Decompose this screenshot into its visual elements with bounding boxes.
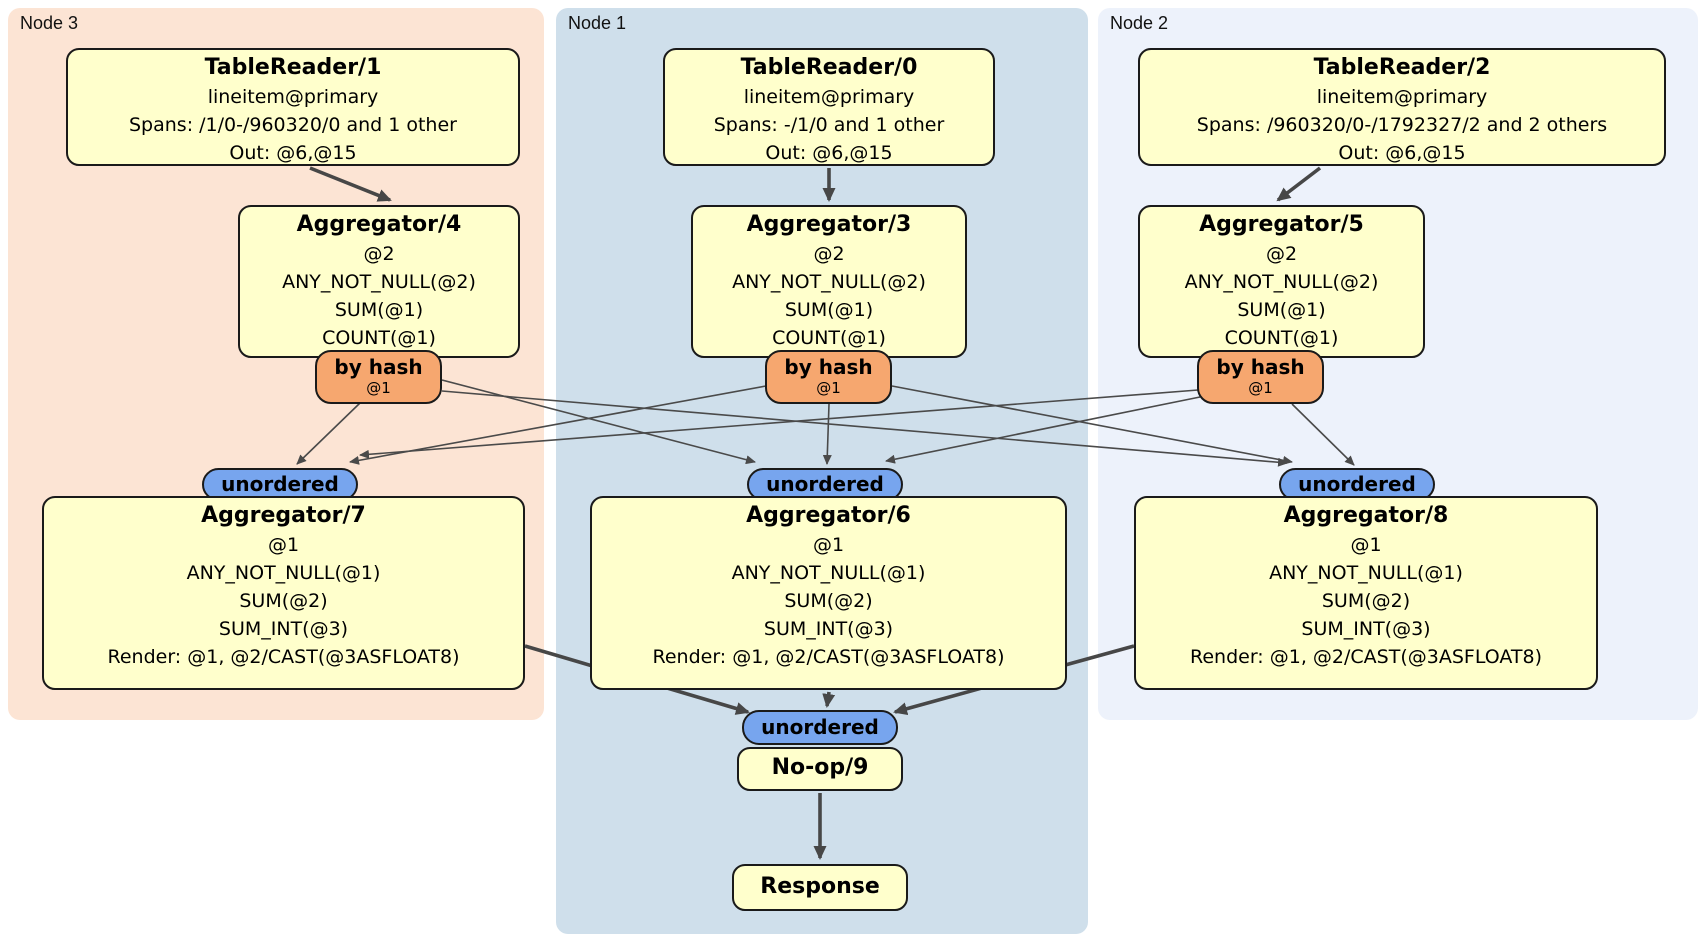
edge-byhash2-unordered-right — [1291, 403, 1355, 466]
node-title: Aggregator/4 — [296, 212, 462, 237]
node-line: SUM_INT(@3) — [1301, 618, 1431, 640]
node-line: ANY_NOT_NULL(@1) — [186, 562, 381, 584]
node-line: SUM(@1) — [784, 299, 874, 321]
node-line: COUNT(@1) — [1224, 327, 1339, 349]
edge-byhash3-unordered-right — [441, 390, 1288, 467]
node-line: Out: @6,@15 — [229, 142, 357, 164]
node-aggregator-5: Aggregator/5 @2 ANY_NOT_NULL(@2) SUM(@1)… — [1138, 205, 1425, 358]
node-line: SUM(@1) — [334, 299, 424, 321]
node-line: SUM(@2) — [784, 590, 873, 612]
router-by-hash-node2: by hash @1 — [1197, 350, 1324, 404]
node-aggregator-6: Aggregator/6 @1 ANY_NOT_NULL(@1) SUM(@2)… — [590, 496, 1067, 690]
node-line: Spans: -/1/0 and 1 other — [713, 114, 945, 136]
edge-byhash1-unordered-center — [822, 403, 832, 465]
router-label: by hash — [1216, 355, 1305, 379]
router-key: @1 — [1248, 379, 1273, 397]
sync-unordered-final: unordered — [742, 710, 898, 745]
edge-byhash3-unordered-center — [441, 379, 756, 465]
router-by-hash-node1: by hash @1 — [765, 350, 892, 404]
node-line: SUM_INT(@3) — [218, 618, 349, 640]
node-line: SUM(@2) — [1321, 590, 1411, 612]
node-line: @1 — [1350, 534, 1382, 556]
node-aggregator-8: Aggregator/8 @1 ANY_NOT_NULL(@1) SUM(@2)… — [1134, 496, 1598, 690]
node-line: Spans: /960320/0-/1792327/2 and 2 others — [1196, 114, 1608, 136]
node-line: Render: @1, @2/CAST(@3ASFLOAT8) — [652, 646, 1005, 668]
node-line: @1 — [812, 534, 845, 556]
node-title: Aggregator/5 — [1199, 212, 1364, 237]
sync-unordered-right: unordered — [1279, 468, 1435, 501]
node-title: Aggregator/3 — [746, 212, 912, 237]
node-title: TableReader/2 — [1313, 55, 1491, 80]
node-aggregator-4: Aggregator/4 @2 ANY_NOT_NULL(@2) SUM(@1)… — [238, 205, 520, 358]
node-line: Out: @6,@15 — [1338, 142, 1466, 164]
node-tablereader-1: TableReader/1 lineitem@primary Spans: /1… — [66, 48, 520, 166]
node-line: SUM(@1) — [1237, 299, 1326, 321]
node-tablereader-0: TableReader/0 lineitem@primary Spans: -/… — [663, 48, 995, 166]
node-line: SUM(@2) — [239, 590, 328, 612]
edge-byhash1-unordered-right — [891, 385, 1293, 465]
edge-aggregator6-unordered-final — [822, 691, 836, 708]
node-title: Aggregator/6 — [746, 503, 911, 528]
router-key: @1 — [816, 379, 841, 397]
group-label-node2: Node 2 — [1110, 13, 1169, 33]
node-line: @2 — [363, 243, 395, 265]
router-by-hash-node3: by hash @1 — [315, 350, 442, 404]
node-line: COUNT(@1) — [322, 327, 436, 349]
node-noop-9: No-op/9 — [737, 747, 903, 791]
node-title: Response — [760, 874, 880, 899]
node-aggregator-7: Aggregator/7 @1 ANY_NOT_NULL(@1) SUM(@2)… — [42, 496, 525, 690]
node-line: @2 — [813, 243, 845, 265]
node-line: Render: @1, @2/CAST(@3ASFLOAT8) — [107, 646, 460, 668]
node-line: lineitem@primary — [743, 86, 915, 108]
node-line: lineitem@primary — [207, 86, 379, 108]
node-title: No-op/9 — [771, 755, 869, 780]
node-line: Render: @1, @2/CAST(@3ASFLOAT8) — [1190, 646, 1542, 668]
node-line: Out: @6,@15 — [765, 142, 893, 164]
node-line: Spans: /1/0-/960320/0 and 1 other — [129, 114, 457, 136]
node-line: ANY_NOT_NULL(@2) — [282, 271, 476, 293]
node-line: lineitem@primary — [1316, 86, 1488, 108]
sync-unordered-center: unordered — [747, 468, 903, 501]
node-title: Aggregator/7 — [201, 503, 366, 528]
group-label-node1: Node 1 — [568, 13, 627, 33]
node-line: ANY_NOT_NULL(@2) — [1184, 271, 1379, 293]
node-aggregator-3: Aggregator/3 @2 ANY_NOT_NULL(@2) SUM(@1)… — [691, 205, 967, 358]
edge-tablereader1-aggregator4 — [309, 166, 392, 202]
node-title: Aggregator/8 — [1283, 503, 1449, 528]
edge-byhash3-unordered-left — [296, 402, 361, 465]
node-tablereader-2: TableReader/2 lineitem@primary Spans: /9… — [1138, 48, 1666, 166]
edge-byhash2-unordered-left — [359, 389, 1199, 459]
edge-tablereader2-aggregator5 — [1276, 166, 1322, 202]
router-key: @1 — [366, 379, 391, 397]
router-label: by hash — [784, 355, 873, 379]
node-title: TableReader/1 — [204, 55, 382, 80]
node-line: COUNT(@1) — [772, 327, 886, 349]
group-label-node3: Node 3 — [20, 13, 79, 33]
edge-byhash2-unordered-center — [885, 396, 1201, 464]
node-line: ANY_NOT_NULL(@1) — [1269, 562, 1463, 584]
node-line: @1 — [267, 534, 300, 556]
node-line: @2 — [1265, 243, 1298, 265]
router-label: by hash — [334, 355, 423, 379]
node-response: Response — [732, 864, 908, 911]
node-line: ANY_NOT_NULL(@1) — [731, 562, 926, 584]
edge-byhash1-unordered-left — [349, 385, 767, 465]
node-line: ANY_NOT_NULL(@2) — [732, 271, 926, 293]
node-title: TableReader/0 — [740, 55, 918, 80]
node-line: SUM_INT(@3) — [763, 618, 894, 640]
